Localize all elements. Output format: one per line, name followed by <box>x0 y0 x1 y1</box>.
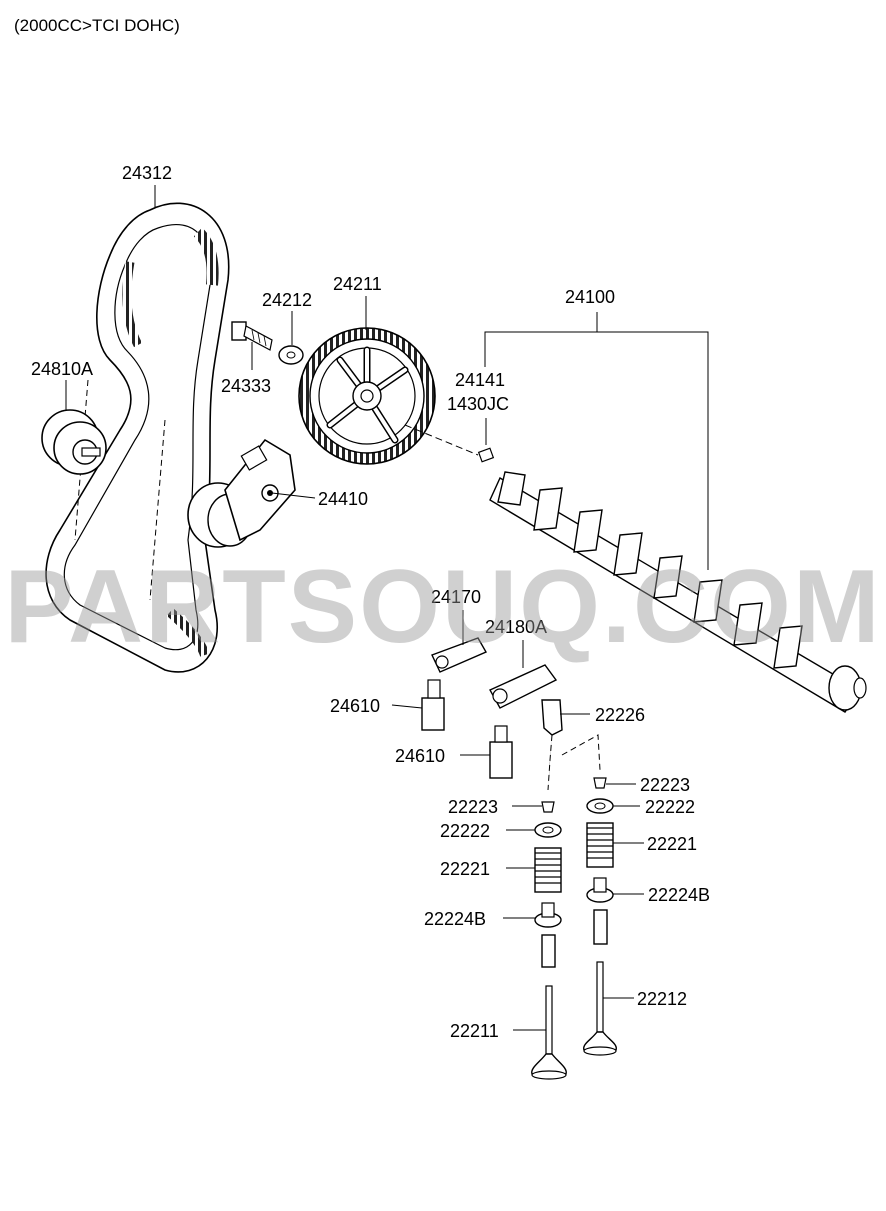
camshaft-pin[interactable] <box>477 447 495 463</box>
camshaft-sprocket[interactable] <box>298 327 436 465</box>
label-lash-adjuster-a: 24610 <box>330 696 380 716</box>
label-rocker-arm-b: 24180A <box>485 617 547 637</box>
label-adjuster-screw: 22226 <box>595 705 645 725</box>
rocker-arm-a[interactable] <box>431 637 487 673</box>
label-belt: 24312 <box>122 163 172 183</box>
label-intake-valve: 22211 <box>450 1021 499 1041</box>
label-retainer-lock-right: 22223 <box>640 775 690 795</box>
label-lash-adjuster-b: 24610 <box>395 746 445 766</box>
retainer-lock-right[interactable] <box>593 777 607 789</box>
label-spring-left: 22221 <box>440 859 490 879</box>
label-idler: 24810A <box>31 359 93 379</box>
label-pin: 1430JC <box>447 394 509 414</box>
label-retainer-right: 22222 <box>645 797 695 817</box>
retainer-lock-left[interactable] <box>541 801 555 813</box>
label-washer: 24212 <box>262 290 312 310</box>
lash-adjuster-a[interactable] <box>421 679 445 731</box>
retainer-left[interactable] <box>534 822 562 838</box>
label-retainer-lock-left: 22223 <box>448 797 498 817</box>
intake-valve[interactable] <box>531 985 567 1080</box>
label-exhaust-valve: 22212 <box>637 989 687 1009</box>
belt-tensioner[interactable] <box>187 438 296 548</box>
label-camshaft: 24100 <box>565 287 615 307</box>
valve-guide-left[interactable] <box>541 934 556 968</box>
stem-seal-left[interactable] <box>534 902 562 928</box>
spring-left[interactable] <box>534 847 562 893</box>
rocker-arm-b[interactable] <box>489 664 558 709</box>
label-tensioner: 24410 <box>318 489 368 509</box>
retainer-right[interactable] <box>586 798 614 814</box>
page-title: (2000CC>TCI DOHC) <box>14 16 180 35</box>
stem-seal-right[interactable] <box>586 877 614 903</box>
label-rocker-arm-a: 24170 <box>431 587 481 607</box>
idler-pulley[interactable] <box>41 409 107 475</box>
label-plug: 24141 <box>455 370 505 390</box>
lash-adjuster-b[interactable] <box>489 725 513 779</box>
spring-right[interactable] <box>586 822 614 868</box>
label-stem-seal-left: 22224B <box>424 909 486 929</box>
exhaust-valve[interactable] <box>583 961 617 1056</box>
adjuster-screw[interactable] <box>541 699 601 791</box>
label-bolt: 24333 <box>221 376 271 396</box>
camshaft[interactable] <box>489 471 867 713</box>
sprocket-washer[interactable] <box>278 345 304 365</box>
label-sprocket: 24211 <box>333 274 382 294</box>
label-spring-right: 22221 <box>647 834 697 854</box>
valve-guide-right[interactable] <box>593 909 608 945</box>
leader-lines <box>65 185 644 1031</box>
label-stem-seal-right: 22224B <box>648 885 710 905</box>
timing-belt[interactable] <box>45 202 230 673</box>
label-retainer-left: 22222 <box>440 821 490 841</box>
sprocket-bolt[interactable] <box>231 321 273 351</box>
